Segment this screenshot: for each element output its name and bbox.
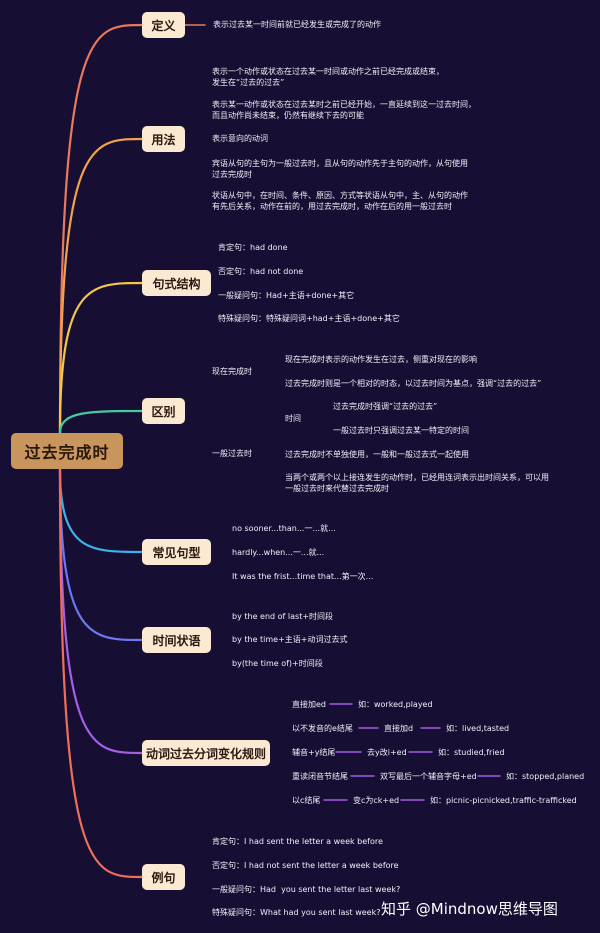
rule-1-condition: 直接加ed: [292, 700, 326, 709]
topic-difference[interactable]: 区别: [142, 398, 185, 424]
structure-item-3: 一般疑问句：Had+主语+done+其它: [218, 291, 355, 300]
example-item-4: 特殊疑问句：What had you sent last week?: [212, 908, 381, 917]
branch-adverbials: [58, 467, 144, 642]
example-item-1: 肯定句：I had sent the letter a week before: [212, 837, 383, 846]
simple-past-item-2: 当两个或两个以上接连发生的动作时，已经用连词表示出时间关系，可以用 一般过去时来…: [285, 473, 549, 493]
present-perfect-item-1: 现在完成时表示的动作发生在过去，侧重对现在的影响: [285, 355, 477, 364]
branch-structure: [58, 281, 144, 435]
undefined-2: [253, 371, 272, 383]
rule-1-example: 如：worked,played: [358, 700, 433, 709]
undefined-1: [303, 406, 322, 418]
rule-3-example: 如：studied,fried: [438, 748, 505, 757]
time-item-2: 一般过去时只强调过去某一特定的时间: [333, 426, 469, 435]
branch-rules: [58, 467, 144, 755]
root-topic-past-perfect[interactable]: 过去完成时: [11, 433, 123, 469]
rule-3-condition: 辅音+y结尾: [292, 748, 336, 757]
undefined-2: [303, 418, 322, 430]
simple-past-item-1: 过去完成时不单独使用，一般和一般过去式一起使用: [285, 450, 469, 459]
branch-patterns: [58, 467, 144, 554]
adverbial-item-3: by(the time of)+时间段: [232, 659, 323, 668]
topic-past-participle-rules[interactable]: 动词过去分词变化规则: [142, 740, 270, 766]
topic-definition[interactable]: 定义: [142, 12, 185, 38]
present-perfect-item-2: 过去完成时则是一个相对的时态，以过去时间为基点，强调“过去的过去”: [285, 379, 542, 388]
undefined-1: [253, 418, 272, 453]
rule-3-change: 去y改i+ed: [367, 748, 407, 757]
rule-2-example: 如：lived,tasted: [446, 724, 510, 733]
usage-item-3: 表示意向的动词: [212, 134, 268, 143]
usage-item-4: 宾语从句的主句为一般过去时，且从句的动作先于主句的动作，从句使用 过去完成时: [212, 159, 468, 179]
undefined-3: [253, 453, 272, 480]
topic-example-sentences[interactable]: 例句: [142, 864, 185, 890]
label-simple-past: 一般过去时: [212, 449, 252, 458]
adverbial-item-1: by the end of last+时间段: [232, 612, 334, 621]
definition-text: 表示过去某一时间前就已经发生或完成了的动作: [213, 20, 381, 29]
usage-item-5: 状语从句中，在时间、条件、原因、方式等状语从句中，主、从句的动作 有先后关系，动…: [212, 191, 468, 211]
usage-item-2: 表示某一动作或状态在过去某时之前已经开始，一直延续到这一过去时间， 而且动作尚未…: [212, 100, 476, 120]
adverbial-item-2: by the time+主语+动词过去式: [232, 635, 348, 644]
undefined-2: [253, 453, 272, 454]
rule-4-condition: 重读闭音节结尾: [292, 772, 348, 781]
branch-definition: [58, 23, 144, 435]
rule-5-condition: 以c结尾: [292, 796, 321, 805]
example-item-3: 一般疑问句：Had you sent the letter last week?: [212, 885, 401, 894]
pattern-item-2: hardly...when...一...就...: [232, 548, 325, 557]
usage-item-1: 表示一个动作或状态在过去某一时间或动作之前已经完成或结束， 发生在“过去的过去”: [212, 67, 444, 87]
undefined-1: [253, 359, 272, 371]
rule-5-change: 变c为ck+ed: [353, 796, 400, 805]
pattern-item-1: no sooner...than...一...就...: [232, 524, 336, 533]
topic-sentence-structure[interactable]: 句式结构: [142, 270, 211, 296]
rule-4-example: 如：stopped,planed: [506, 772, 585, 781]
label-present-perfect: 现在完成时: [212, 367, 252, 376]
structure-item-2: 否定句：had not done: [218, 267, 304, 276]
topic-usage[interactable]: 用法: [142, 126, 185, 152]
example-item-2: 否定句：I had not sent the letter a week bef…: [212, 861, 399, 870]
topic-time-adverbials[interactable]: 时间状语: [142, 627, 211, 653]
pattern-item-3: It was the frist...time that...第一次...: [232, 572, 374, 581]
rule-2-change: 直接加d: [384, 724, 414, 733]
branch-difference: [58, 409, 144, 435]
rule-4-change: 双写最后一个辅音字母+ed: [380, 772, 477, 781]
branch-examples: [58, 467, 144, 879]
structure-item-1: 肯定句：had done: [218, 243, 288, 252]
watermark: 知乎 @Mindnow思维导图: [381, 900, 558, 918]
topic-common-patterns[interactable]: 常见句型: [142, 539, 211, 565]
structure-item-4: 特殊疑问句：特殊疑问词+had+主语+done+其它: [218, 314, 400, 323]
label-time: 时间: [285, 414, 301, 423]
rule-5-example: 如：picnic-picnicked,traffic-trafficked: [430, 796, 577, 805]
rule-2-condition: 以不发音的e结尾: [292, 724, 353, 733]
time-item-1: 过去完成时强调“过去的过去”: [333, 402, 438, 411]
branch-usage: [58, 137, 144, 435]
